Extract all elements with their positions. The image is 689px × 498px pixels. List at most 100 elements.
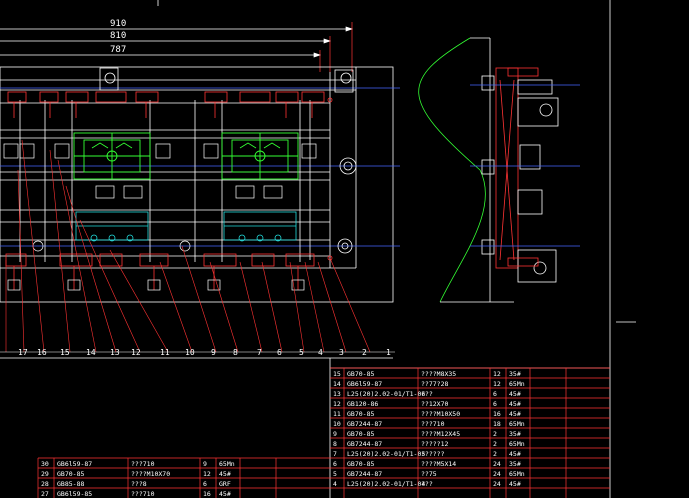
- balloon-11: 11: [160, 348, 170, 357]
- bom-row-qty: 2: [493, 440, 497, 448]
- bom-row-mat: 45#: [219, 470, 231, 478]
- bom-row-qty: 24: [493, 480, 501, 488]
- bom-left-rows: 30 GB6l59-87 ???710 9 65Mn 29 GB70-85 ??…: [41, 460, 235, 498]
- bom-row-std: GB70-85: [347, 370, 374, 378]
- bom-row-std: GB7244-87: [347, 440, 382, 448]
- middle-fittings: [3, 143, 317, 199]
- bom-row-name: ????M12X45: [421, 430, 460, 438]
- front-view: [0, 66, 400, 303]
- bom-row-mat: 45#: [509, 480, 521, 488]
- bom-row-name: ????M10X70: [131, 470, 170, 478]
- balloon-1: 1: [386, 348, 391, 357]
- bom-row-name: ???710: [131, 460, 155, 468]
- bom-row-name: ?????12: [421, 440, 448, 448]
- dimension-lines: [0, 22, 354, 72]
- bom-row-std: GB120-86: [347, 400, 378, 408]
- bom-right-rows: 15 GB70-85 ????M8X35 12 35# 14 GB6l59-87…: [333, 370, 525, 488]
- bom-row-std: GB70-85: [347, 460, 374, 468]
- balloon-8: 8: [233, 348, 238, 357]
- bom-row-std: L25(20)2.02-01/T1-06: [347, 390, 425, 398]
- bom-row-name: ??12X70: [421, 400, 448, 408]
- dimension-910: 910: [110, 19, 126, 29]
- bom-row-mat: 35#: [509, 430, 521, 438]
- dimension-787: 787: [110, 45, 126, 55]
- bom-row-mat: 35#: [509, 370, 521, 378]
- dimension-810: 810: [110, 31, 126, 41]
- bom-row-no: 27: [41, 490, 49, 498]
- drawing-frame: [0, 0, 636, 498]
- bom-row-std: GB6l59-87: [57, 460, 92, 468]
- bom-row-name: ???710: [421, 420, 445, 428]
- leader-lines: [0, 139, 395, 353]
- bom-row-mat: 45#: [219, 490, 231, 498]
- balloon-10: 10: [185, 348, 195, 357]
- bom-row-std: GB6l59-85: [57, 490, 92, 498]
- bom-row-mat: 45#: [509, 400, 521, 408]
- bom-row-std: L25(20)2.02-01/T1-04: [347, 480, 425, 488]
- balloon-14: 14: [86, 348, 96, 357]
- die-set-left: [73, 132, 151, 180]
- bom-row-qty: 12: [493, 370, 501, 378]
- bom-row-mat: 65Mn: [509, 420, 525, 428]
- bom-row-std: GB6l59-87: [347, 380, 382, 388]
- bom-row-std: GB70-85: [347, 410, 374, 418]
- bom-row-std: GB70-85: [57, 470, 84, 478]
- bom-row-std: GB85-88: [57, 480, 84, 488]
- bom-row-qty: 16: [493, 410, 501, 418]
- balloon-4: 4: [318, 348, 323, 357]
- bom-row-mat: 45#: [509, 450, 521, 458]
- bom-row-no: 28: [41, 480, 49, 488]
- bom-row-mat: 45#: [509, 410, 521, 418]
- bom-table-right: [330, 367, 610, 498]
- bom-row-no: 11: [333, 410, 341, 418]
- bom-row-mat: 65Mn: [509, 380, 525, 388]
- balloon-13: 13: [110, 348, 120, 357]
- balloon-5: 5: [299, 348, 304, 357]
- balloon-7: 7: [257, 348, 262, 357]
- bom-row-no: 10: [333, 420, 341, 428]
- bom-row-mat: 65Mn: [219, 460, 235, 468]
- die-set-right: [221, 132, 299, 180]
- bottom-bolt-row: [5, 253, 315, 290]
- bom-row-name: ???8: [131, 480, 147, 488]
- bom-row-std: GB7244-87: [347, 420, 382, 428]
- bom-row-no: 8: [333, 440, 337, 448]
- bom-table-left: [37, 457, 330, 498]
- bom-row-name: ???710: [131, 490, 155, 498]
- bom-row-mat: 45#: [509, 390, 521, 398]
- balloon-17: 17: [18, 348, 28, 357]
- bom-row-qty: 12: [493, 380, 501, 388]
- bom-row-no: 7: [333, 450, 337, 458]
- bom-row-no: 5: [333, 470, 337, 478]
- bom-row-name: ????M5X14: [421, 460, 456, 468]
- bom-row-name: ??77?28: [421, 380, 448, 388]
- bom-row-std: GB7244-87: [347, 470, 382, 478]
- balloon-6: 6: [277, 348, 282, 357]
- balloon-9: 9: [211, 348, 216, 357]
- balloon-3: 3: [339, 348, 344, 357]
- bom-row-qty: 6: [493, 390, 497, 398]
- bottom-bolt-heads: [7, 240, 305, 291]
- bom-row-qty: 9: [203, 460, 207, 468]
- bom-row-no: 13: [333, 390, 341, 398]
- top-bolt-row: [7, 91, 325, 118]
- bom-row-std: GB70-85: [347, 430, 374, 438]
- bom-row-mat: 65Mn: [509, 470, 525, 478]
- bom-row-qty: 2: [493, 430, 497, 438]
- side-view: [418, 37, 580, 303]
- bom-row-qty: 24: [493, 470, 501, 478]
- bom-row-qty: 24: [493, 460, 501, 468]
- bom-row-qty: 12: [203, 470, 211, 478]
- bom-row-name: ??75: [421, 470, 437, 478]
- bom-row-no: 15: [333, 370, 341, 378]
- balloon-2: 2: [362, 348, 367, 357]
- balloon-16: 16: [37, 348, 47, 357]
- bom-row-no: 4: [333, 480, 337, 488]
- bom-row-no: 9: [333, 430, 337, 438]
- lower-cyan-parts: [75, 211, 297, 242]
- bom-row-no: 30: [41, 460, 49, 468]
- bom-row-name: ????M10X50: [421, 410, 460, 418]
- bom-row-name: ????M8X35: [421, 370, 456, 378]
- bom-row-mat: GRF: [219, 480, 231, 488]
